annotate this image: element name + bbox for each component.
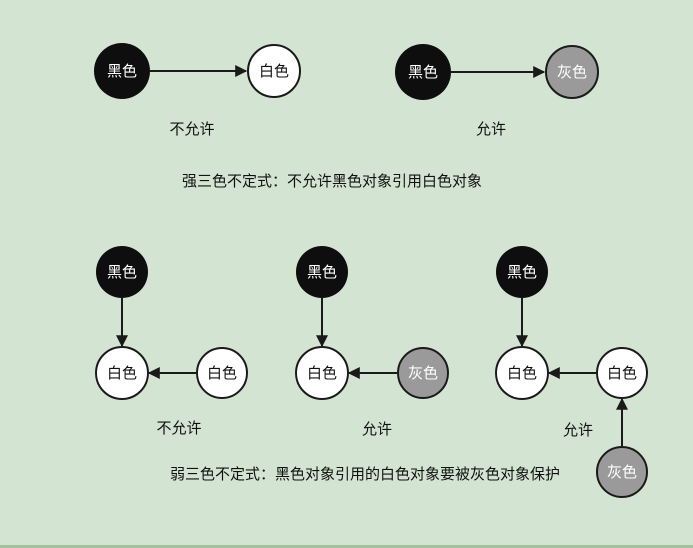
verdict-allowed-1: 允许: [475, 121, 507, 138]
bottom-edge-line: [0, 545, 693, 548]
caption-weak-invariant: 弱三色不定式：黑色对象引用的白色对象要被灰色对象保护: [169, 466, 561, 483]
node-gray-1: 灰色: [545, 45, 599, 99]
node-gray-2: 灰色: [397, 347, 449, 399]
verdict-not-allowed-2: 不允许: [156, 420, 202, 437]
node-black-4: 黑色: [296, 246, 348, 298]
verdict-allowed-2: 允许: [361, 421, 393, 438]
node-gray-3: 灰色: [596, 446, 648, 498]
node-white-1: 白色: [247, 44, 301, 98]
verdict-not-allowed-1: 不允许: [169, 121, 215, 138]
node-black-1: 黑色: [94, 43, 150, 99]
node-black-5: 黑色: [496, 246, 548, 298]
node-white-4: 白色: [295, 346, 349, 400]
node-white-3: 白色: [196, 347, 248, 399]
verdict-allowed-3: 允许: [562, 422, 594, 439]
node-black-3: 黑色: [96, 246, 148, 298]
caption-strong-invariant: 强三色不定式：不允许黑色对象引用白色对象: [181, 173, 483, 190]
node-white-2: 白色: [95, 346, 149, 400]
node-white-6: 白色: [596, 347, 648, 399]
node-white-5: 白色: [495, 346, 549, 400]
node-black-2: 黑色: [395, 44, 451, 100]
